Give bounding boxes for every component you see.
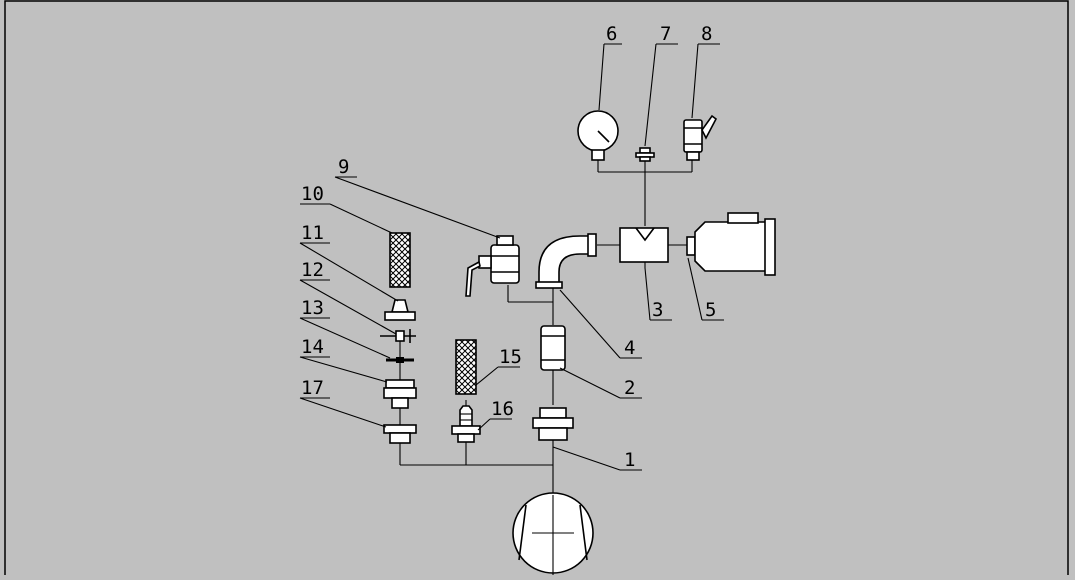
label-7: 7 [660, 23, 671, 45]
fitting-12 [380, 329, 416, 343]
callouts: 1 2 3 4 5 6 7 8 9 10 [299, 23, 724, 471]
label-4: 4 [624, 337, 635, 359]
valve-8 [683, 114, 718, 161]
label-11: 11 [301, 222, 324, 244]
label-1: 1 [624, 449, 635, 471]
label-14: 14 [301, 336, 324, 358]
pipe-lines [399, 160, 693, 495]
label-2: 2 [624, 377, 635, 399]
washer-13 [386, 357, 414, 363]
label-10: 10 [301, 183, 324, 205]
frame-border [4, 0, 1069, 580]
label-3: 3 [652, 299, 663, 321]
label-12: 12 [301, 259, 324, 281]
label-8: 8 [701, 23, 712, 45]
label-17: 17 [301, 377, 324, 399]
pump-5 [686, 212, 776, 276]
label-5: 5 [705, 299, 716, 321]
filter-10 [389, 232, 411, 288]
coupling-2 [540, 325, 566, 371]
label-6: 6 [606, 23, 617, 45]
adapter-17 [383, 424, 417, 444]
label-16: 16 [491, 398, 514, 420]
label-13: 13 [301, 297, 324, 319]
filter-15 [455, 339, 477, 395]
flange-14 [383, 379, 417, 409]
valve-9 [465, 235, 520, 297]
label-15: 15 [499, 346, 522, 368]
label-9: 9 [338, 156, 349, 178]
tee-3 [619, 227, 669, 268]
vessel [512, 492, 594, 575]
elbow-4 [535, 233, 597, 289]
fitting-1 [532, 407, 574, 441]
cap-11 [384, 299, 416, 321]
gauge-6 [577, 110, 619, 161]
barb-16 [451, 405, 481, 443]
fitting-7 [635, 147, 655, 162]
